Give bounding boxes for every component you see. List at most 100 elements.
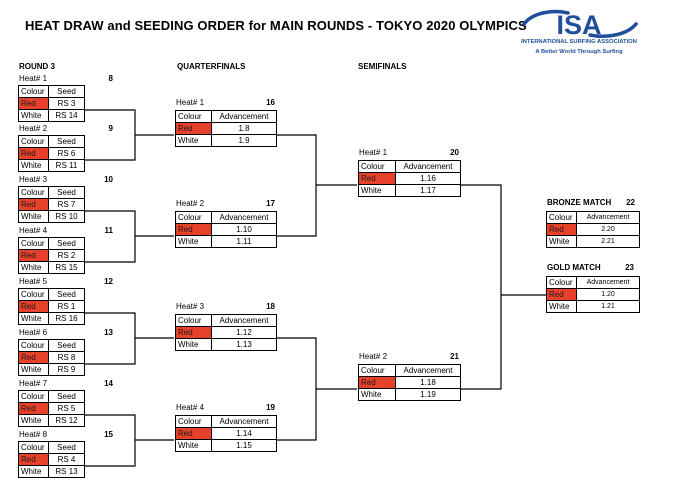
bracket-line [460,184,502,390]
heat-number: 22 [626,198,635,207]
heat-label: Heat# 2 [359,352,388,361]
red-label: Red [546,223,577,236]
white-seed: RS 12 [48,414,85,427]
colour-header: Colour [546,211,577,224]
white-advancement: 2.21 [576,235,640,248]
red-advancement: 1.12 [211,326,277,339]
advancement-header: Advancement [395,160,461,173]
heat-number: 13 [104,328,113,337]
white-seed: RS 11 [48,159,85,172]
white-advancement: 1.19 [395,388,461,401]
red-seed: RS 7 [48,198,85,211]
heat-number: 19 [266,403,275,412]
red-advancement: 1.10 [211,223,277,236]
seed-header: Seed [48,390,85,403]
white-advancement: 1.13 [211,338,277,351]
colour-header: Colour [358,160,396,173]
red-label: Red [18,351,49,364]
heat-number: 20 [450,148,459,157]
isa-logo: ISA INTERNATIONAL SURFING ASSOCIATION A … [516,8,642,64]
advancement-header: Advancement [576,276,640,289]
colour-header: Colour [18,441,49,454]
heat-number: 12 [104,277,113,286]
white-label: White [18,109,49,122]
white-seed: RS 13 [48,465,85,478]
red-seed: RS 5 [48,402,85,415]
bracket-line [276,134,317,237]
white-advancement: 1.9 [211,134,277,147]
colour-header: Colour [18,135,49,148]
heat-label: Heat# 7 [19,379,48,388]
heat-number: 8 [108,74,113,83]
gold-match-title: GOLD MATCH [547,263,601,272]
bracket-line [276,337,317,441]
colour-header: Colour [18,288,49,301]
heat-number: 21 [450,352,459,361]
white-label: White [358,388,396,401]
heat-label: Heat# 2 [19,124,48,133]
section-round3: ROUND 3 [19,62,56,71]
white-label: White [18,414,49,427]
red-label: Red [175,223,212,236]
red-label: Red [18,97,49,110]
white-label: White [358,184,396,197]
logo-tagline: A Better World Through Surfing [535,49,623,55]
seed-header: Seed [48,339,85,352]
white-label: White [175,235,212,248]
heat-label: Heat# 5 [19,277,48,286]
advancement-header: Advancement [211,110,277,123]
white-label: White [175,134,212,147]
isa-wave-icon: ISA [522,9,638,40]
red-label: Red [175,427,212,440]
white-label: White [175,338,212,351]
advancement-header: Advancement [576,211,640,224]
red-label: Red [546,288,577,301]
white-advancement: 1.11 [211,235,277,248]
heat-number: 14 [104,379,113,388]
heat-label: Heat# 4 [176,403,205,412]
red-advancement: 1.20 [576,288,640,301]
heat-number: 18 [266,302,275,311]
red-advancement: 1.8 [211,122,277,135]
red-seed: RS 3 [48,97,85,110]
white-label: White [18,159,49,172]
bracket-line [84,414,136,467]
logo-text: ISA [556,10,601,40]
colour-header: Colour [18,339,49,352]
red-label: Red [175,122,212,135]
heat-number: 9 [108,124,113,133]
heat-label: Heat# 4 [19,226,48,235]
bracket-line [84,109,136,161]
bracket-line [84,312,136,365]
heat-number: 11 [104,226,113,235]
white-seed: RS 15 [48,261,85,274]
bracket-line [84,210,136,263]
heat-number: 15 [104,430,113,439]
heat-label: Heat# 6 [19,328,48,337]
red-seed: RS 1 [48,300,85,313]
advancement-header: Advancement [211,415,277,428]
heat-label: Heat# 1 [176,98,205,107]
white-label: White [546,300,577,313]
red-advancement: 1.16 [395,172,461,185]
white-seed: RS 14 [48,109,85,122]
colour-header: Colour [18,390,49,403]
section-semifinals: SEMIFINALS [358,62,407,71]
white-label: White [18,261,49,274]
white-label: White [18,363,49,376]
white-label: White [18,312,49,325]
red-label: Red [18,453,49,466]
red-advancement: 1.18 [395,376,461,389]
colour-header: Colour [358,364,396,377]
white-label: White [18,210,49,223]
seed-header: Seed [48,85,85,98]
red-label: Red [358,376,396,389]
bronze-match-title: BRONZE MATCH [547,198,612,207]
red-label: Red [18,147,49,160]
red-label: Red [358,172,396,185]
heat-label: Heat# 3 [176,302,205,311]
red-seed: RS 2 [48,249,85,262]
white-seed: RS 9 [48,363,85,376]
white-seed: RS 10 [48,210,85,223]
